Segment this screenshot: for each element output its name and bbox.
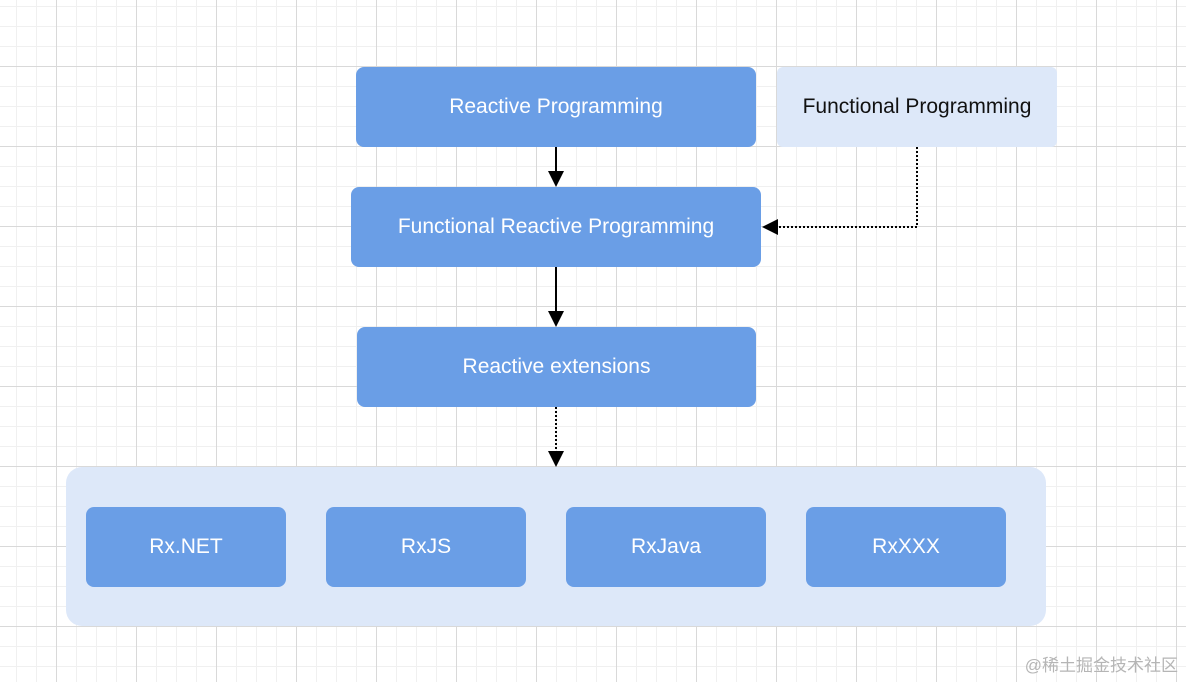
arrowhead-reactive-to-frp xyxy=(548,171,564,187)
arrow-functional-to-frp xyxy=(776,147,918,228)
reactive-programming-node: Reactive Programming xyxy=(356,67,756,147)
rxjava-node: RxJava xyxy=(566,507,766,587)
arrowhead-functional-to-frp xyxy=(762,219,778,235)
functional-programming-label: Functional Programming xyxy=(802,95,1032,118)
watermark: @稀土掘金技术社区 xyxy=(1024,656,1178,675)
rx-net-node: Rx.NET xyxy=(86,507,286,587)
reactive-extensions-node: Reactive extensions xyxy=(357,327,756,407)
functional-reactive-programming-node: Functional Reactive Programming xyxy=(351,187,761,267)
arrowhead-frp-to-rx xyxy=(548,311,564,327)
rx-net-label: Rx.NET xyxy=(149,535,223,558)
reactive-programming-label: Reactive Programming xyxy=(449,95,663,118)
arrowhead-rx-to-implementations xyxy=(548,451,564,467)
functional-reactive-programming-label: Functional Reactive Programming xyxy=(397,215,715,238)
rxxxx-label: RxXXX xyxy=(872,535,940,558)
rxjs-label: RxJS xyxy=(400,535,452,558)
functional-programming-node: Functional Programming xyxy=(777,67,1057,147)
rxjava-label: RxJava xyxy=(630,535,702,558)
rxjs-node: RxJS xyxy=(326,507,526,587)
reactive-extensions-label: Reactive extensions xyxy=(462,355,651,378)
rxxxx-node: RxXXX xyxy=(806,507,1006,587)
